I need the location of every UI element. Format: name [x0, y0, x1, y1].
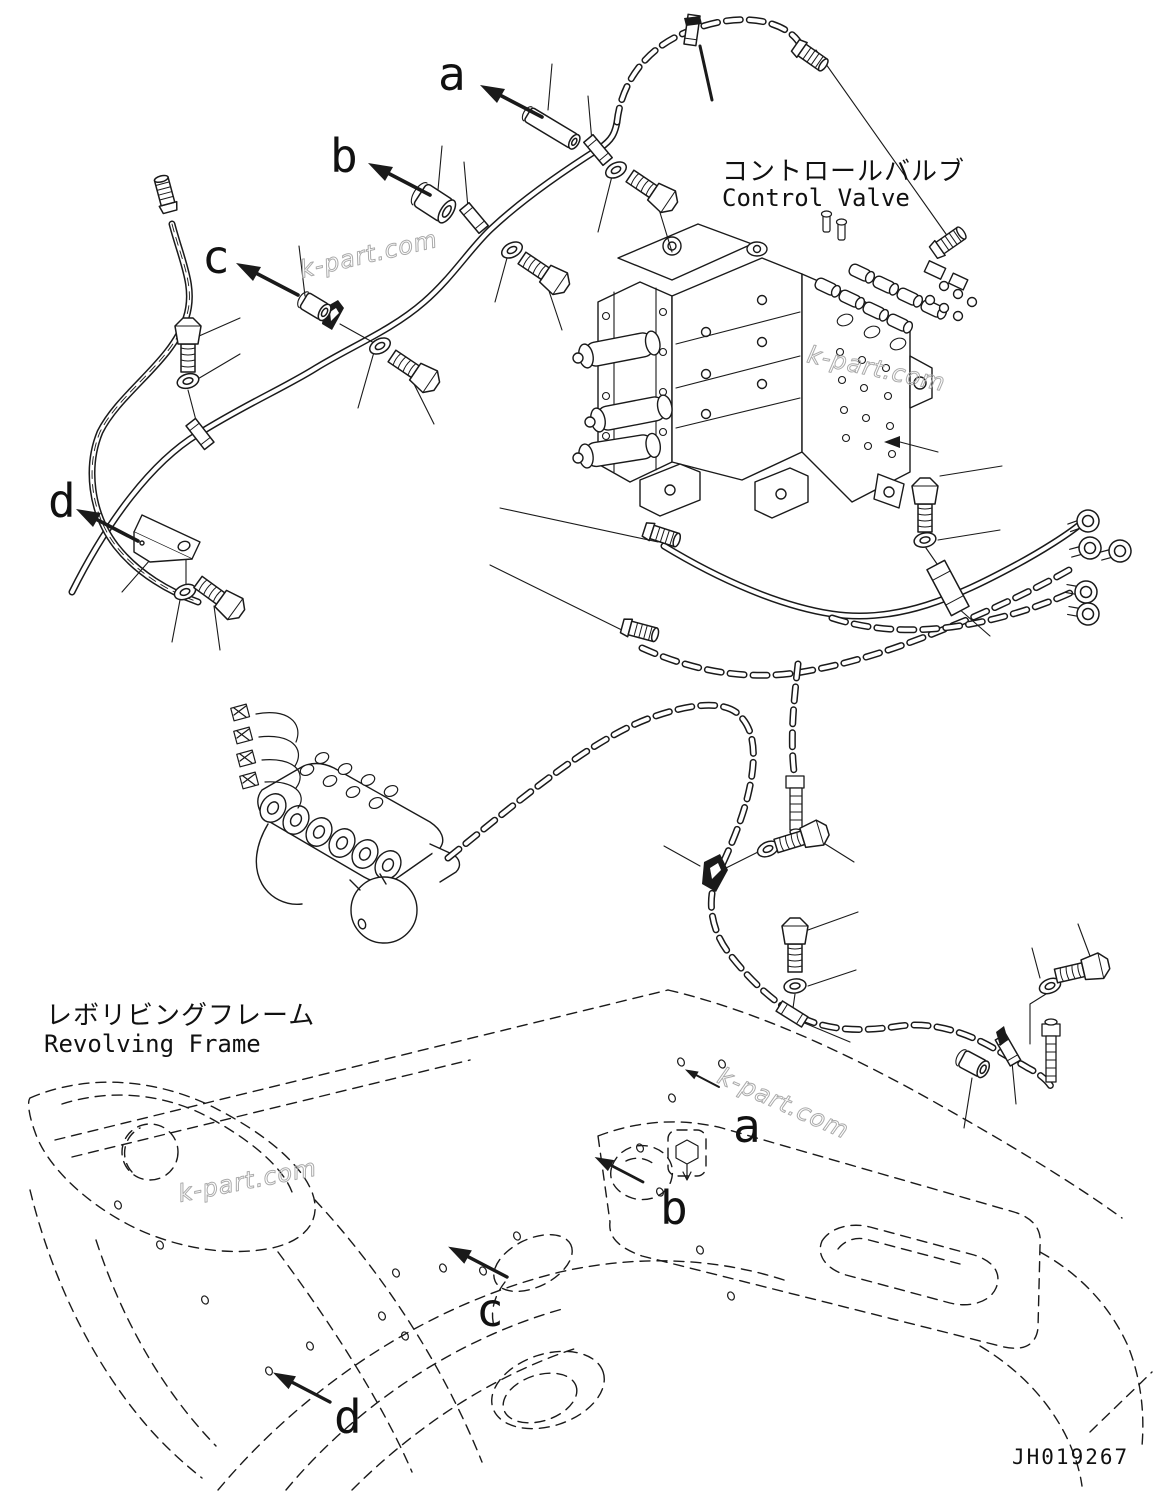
control-valve-assembly-drawing [572, 210, 978, 519]
spacer-bushing [952, 1046, 993, 1081]
valve-solenoid-cluster [812, 260, 978, 336]
bolt [189, 570, 251, 626]
control-valve-label-ja: コントロールバルブ [722, 157, 965, 187]
callout-letter-c: c [202, 230, 230, 284]
hose-end-fitting-vertical [785, 775, 805, 836]
exploded-axis-lines [489, 507, 659, 638]
frame-small-holes [113, 1057, 736, 1376]
washer [782, 976, 808, 996]
callout-letter-b: b [330, 129, 358, 183]
hose-bundle-right [642, 526, 1078, 772]
hose-fitting [789, 37, 832, 75]
callout-arrow-b [366, 161, 432, 197]
revolving-frame-label-en: Revolving Frame [44, 1030, 261, 1058]
drawing-number: JH019267 [1012, 1445, 1129, 1469]
valve-top-studs [820, 210, 848, 241]
callout-letter-d: d [48, 474, 76, 528]
manifold-top-ports [299, 751, 399, 810]
accumulator-sphere [350, 876, 418, 944]
revolving-frame-outline [27, 989, 1153, 1491]
callout-letter-location-b: b [660, 1181, 688, 1235]
manifold-connectors [230, 703, 302, 809]
revolving-frame-label-ja: レボリビングフレーム [46, 1001, 315, 1031]
watermark-text: k-part.com [176, 1154, 319, 1208]
hose-fitting [619, 616, 662, 645]
watermarks: k-part.com k-part.com k-part.com k-part.… [175, 224, 948, 1208]
bolt [1052, 950, 1113, 990]
washer [498, 237, 526, 263]
frame-boss-hole [121, 1123, 179, 1181]
callout-letter-location-c: c [476, 1283, 504, 1337]
callout-arrow-location-d [271, 1370, 332, 1404]
manifold-coils [259, 793, 402, 880]
washer [912, 530, 938, 550]
callout-letter-location-d: d [334, 1390, 362, 1444]
bolt [911, 477, 939, 533]
frame-obround-slot [819, 1224, 999, 1306]
callout-arrow-c [234, 261, 300, 297]
bolt [621, 164, 683, 218]
bolt [781, 917, 809, 973]
control-valve-label-en: Control Valve [722, 184, 910, 212]
hose-fitting [151, 172, 180, 215]
frame-deck-plate [597, 1121, 1041, 1349]
frame-hex-plug [675, 1139, 699, 1181]
callout-arrow-location-b [593, 1155, 645, 1184]
spacer-bushing-c [294, 288, 335, 324]
solenoid-manifold-drawing [230, 703, 461, 944]
hose-manifold-to-frame [448, 705, 1052, 1088]
mounting-bracket-d [133, 514, 201, 563]
bolt [513, 246, 575, 300]
callout-arrow-a [478, 83, 544, 119]
bolt [174, 317, 202, 373]
threaded-fitting-vertical [1041, 1018, 1061, 1083]
callout-letter-a: a [438, 47, 466, 101]
callout-arrows [74, 83, 720, 1404]
hose-bundle-clamp [926, 559, 970, 617]
leader-lines [121, 44, 1091, 1129]
hose-clamp [459, 201, 489, 235]
callout-letter-location-a: a [733, 1099, 761, 1153]
washer [174, 370, 202, 392]
hose-top-run [617, 20, 802, 122]
watermark-text: k-part.com [297, 225, 440, 284]
valve-port-face [835, 313, 907, 459]
bolt [383, 344, 445, 398]
hose-clamp [775, 1000, 809, 1028]
valve-inlet-fitting [927, 223, 970, 261]
